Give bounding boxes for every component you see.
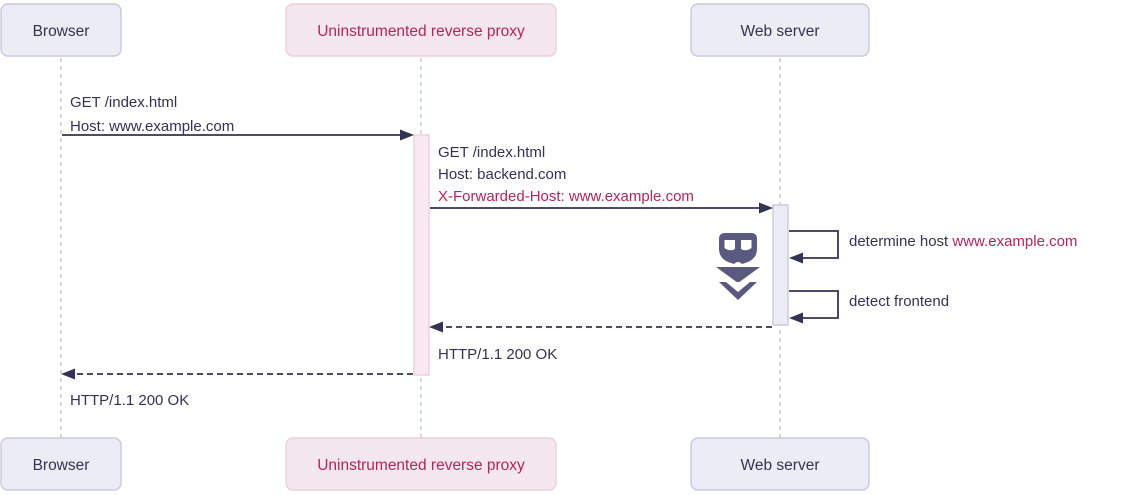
message-webserver-self-determine-host[interactable]: determine host www.example.com	[789, 230, 1077, 264]
label-text-part-static: determine host	[849, 233, 952, 250]
message-browser-to-proxy[interactable]: GET /index.html Host: www.example.com	[62, 94, 414, 141]
activation-bar-webserver	[772, 204, 789, 326]
label-text-part-accent: www.example.com	[951, 233, 1077, 250]
participant-box-rect	[0, 3, 122, 57]
message-label-line-1: GET /index.html	[438, 144, 545, 161]
message-arrow-head	[400, 129, 414, 141]
message-proxy-to-browser-response[interactable]: HTTP/1.1 200 OK	[61, 368, 413, 410]
message-label-line-1: GET /index.html	[70, 94, 177, 111]
message-arrow-head	[429, 321, 443, 333]
activation-bar-proxy	[413, 134, 430, 376]
message-self-loop-path	[789, 290, 839, 319]
participant-box-rect	[0, 437, 122, 491]
participant-box-proxy-top[interactable]: Uninstrumented reverse proxy	[285, 3, 557, 57]
participant-label-webserver-bottom: Web server	[741, 457, 820, 474]
message-arrow-head	[789, 252, 803, 264]
message-arrow-head	[789, 312, 803, 324]
participant-label-browser-top: Browser	[33, 23, 90, 40]
masked-agent-icon-chevron-notch	[726, 282, 750, 292]
message-arrow-head	[61, 368, 75, 380]
masked-agent-icon-mask	[719, 233, 757, 264]
participant-box-rect	[285, 437, 557, 491]
participant-box-rect	[285, 3, 557, 57]
participant-label-webserver-top: Web server	[741, 23, 820, 40]
participant-box-browser-bottom[interactable]: Browser	[0, 437, 122, 491]
message-self-label-determine-host: determine host www.example.com	[849, 233, 1077, 250]
participant-label-proxy-bottom: Uninstrumented reverse proxy	[317, 457, 525, 474]
masked-agent-icon	[716, 233, 760, 300]
message-label-response-proxy: HTTP/1.1 200 OK	[438, 346, 557, 363]
participant-label-proxy-top: Uninstrumented reverse proxy	[317, 23, 525, 40]
message-label-line-3: X-Forwarded-Host: www.example.com	[438, 188, 694, 205]
participant-box-rect	[690, 3, 870, 57]
message-label-response-browser: HTTP/1.1 200 OK	[70, 392, 189, 409]
masked-agent-icon-eye-left	[724, 240, 735, 251]
activation-bars	[413, 134, 789, 376]
message-webserver-self-detect-frontend[interactable]: detect frontend	[789, 290, 949, 324]
participant-box-proxy-bottom[interactable]: Uninstrumented reverse proxy	[285, 437, 557, 491]
message-proxy-to-webserver[interactable]: GET /index.html Host: backend.com X-Forw…	[430, 144, 773, 214]
message-label-line-2: Host: www.example.com	[70, 118, 234, 135]
message-arrow-head	[759, 202, 773, 214]
masked-agent-icon-chevron-top	[716, 267, 760, 283]
participant-box-browser-top[interactable]: Browser	[0, 3, 122, 57]
participant-box-webserver-bottom[interactable]: Web server	[690, 437, 870, 491]
participant-box-webserver-top[interactable]: Web server	[690, 3, 870, 57]
participant-box-rect	[690, 437, 870, 491]
participant-label-browser-bottom: Browser	[33, 457, 90, 474]
message-self-loop-path	[789, 230, 839, 259]
message-webserver-to-proxy-response[interactable]: HTTP/1.1 200 OK	[429, 321, 772, 364]
message-self-label-detect-frontend: detect frontend	[849, 293, 949, 310]
masked-agent-icon-eye-right	[741, 240, 752, 251]
message-label-line-2: Host: backend.com	[438, 166, 566, 183]
